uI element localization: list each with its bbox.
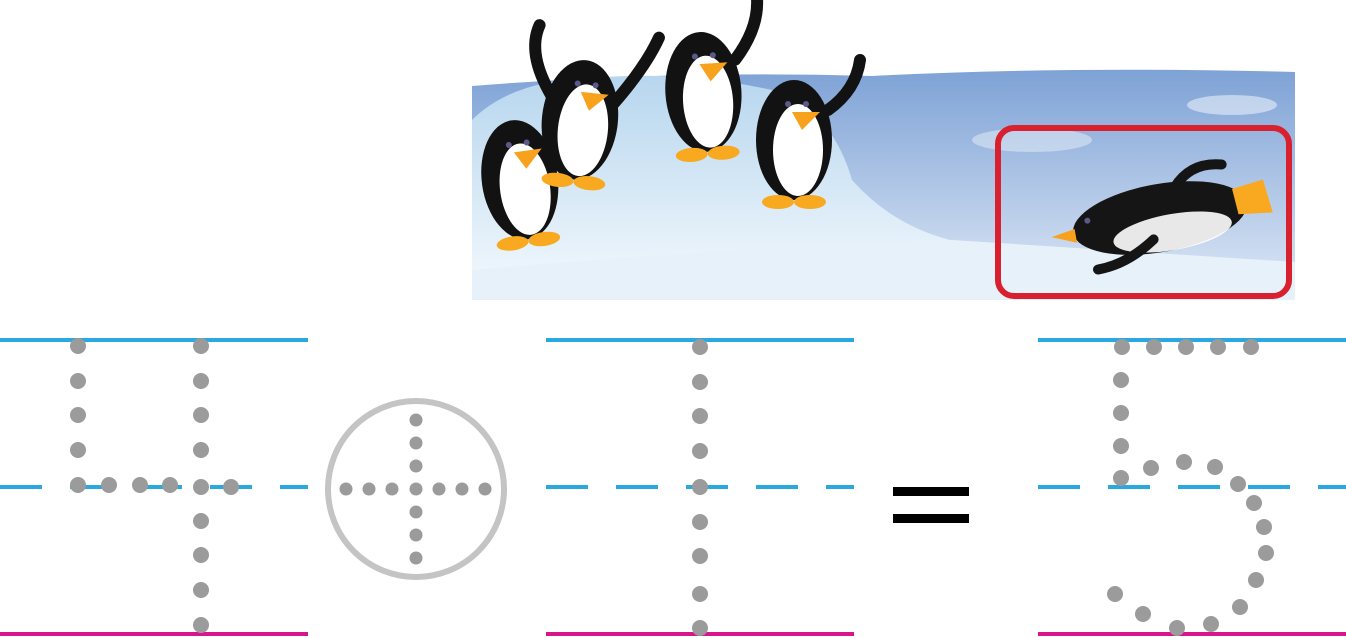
penguin-2	[529, 19, 665, 193]
traced-digit-5	[1107, 339, 1274, 636]
traced-digit-4	[70, 338, 239, 633]
equals-sign-icon	[893, 487, 969, 525]
guide-lines-sum	[1038, 338, 1346, 636]
guide-lines-addend-1	[0, 338, 308, 636]
highlight-frame	[995, 125, 1292, 299]
penguin-scene-illustration	[472, 0, 1295, 300]
penguin-3	[661, 0, 764, 164]
plus-sign-icon	[325, 398, 507, 580]
sliding-penguin	[1051, 159, 1273, 275]
traced-digit-1	[692, 339, 708, 636]
penguin-4	[756, 54, 866, 209]
tracing-worksheet	[0, 338, 1346, 636]
